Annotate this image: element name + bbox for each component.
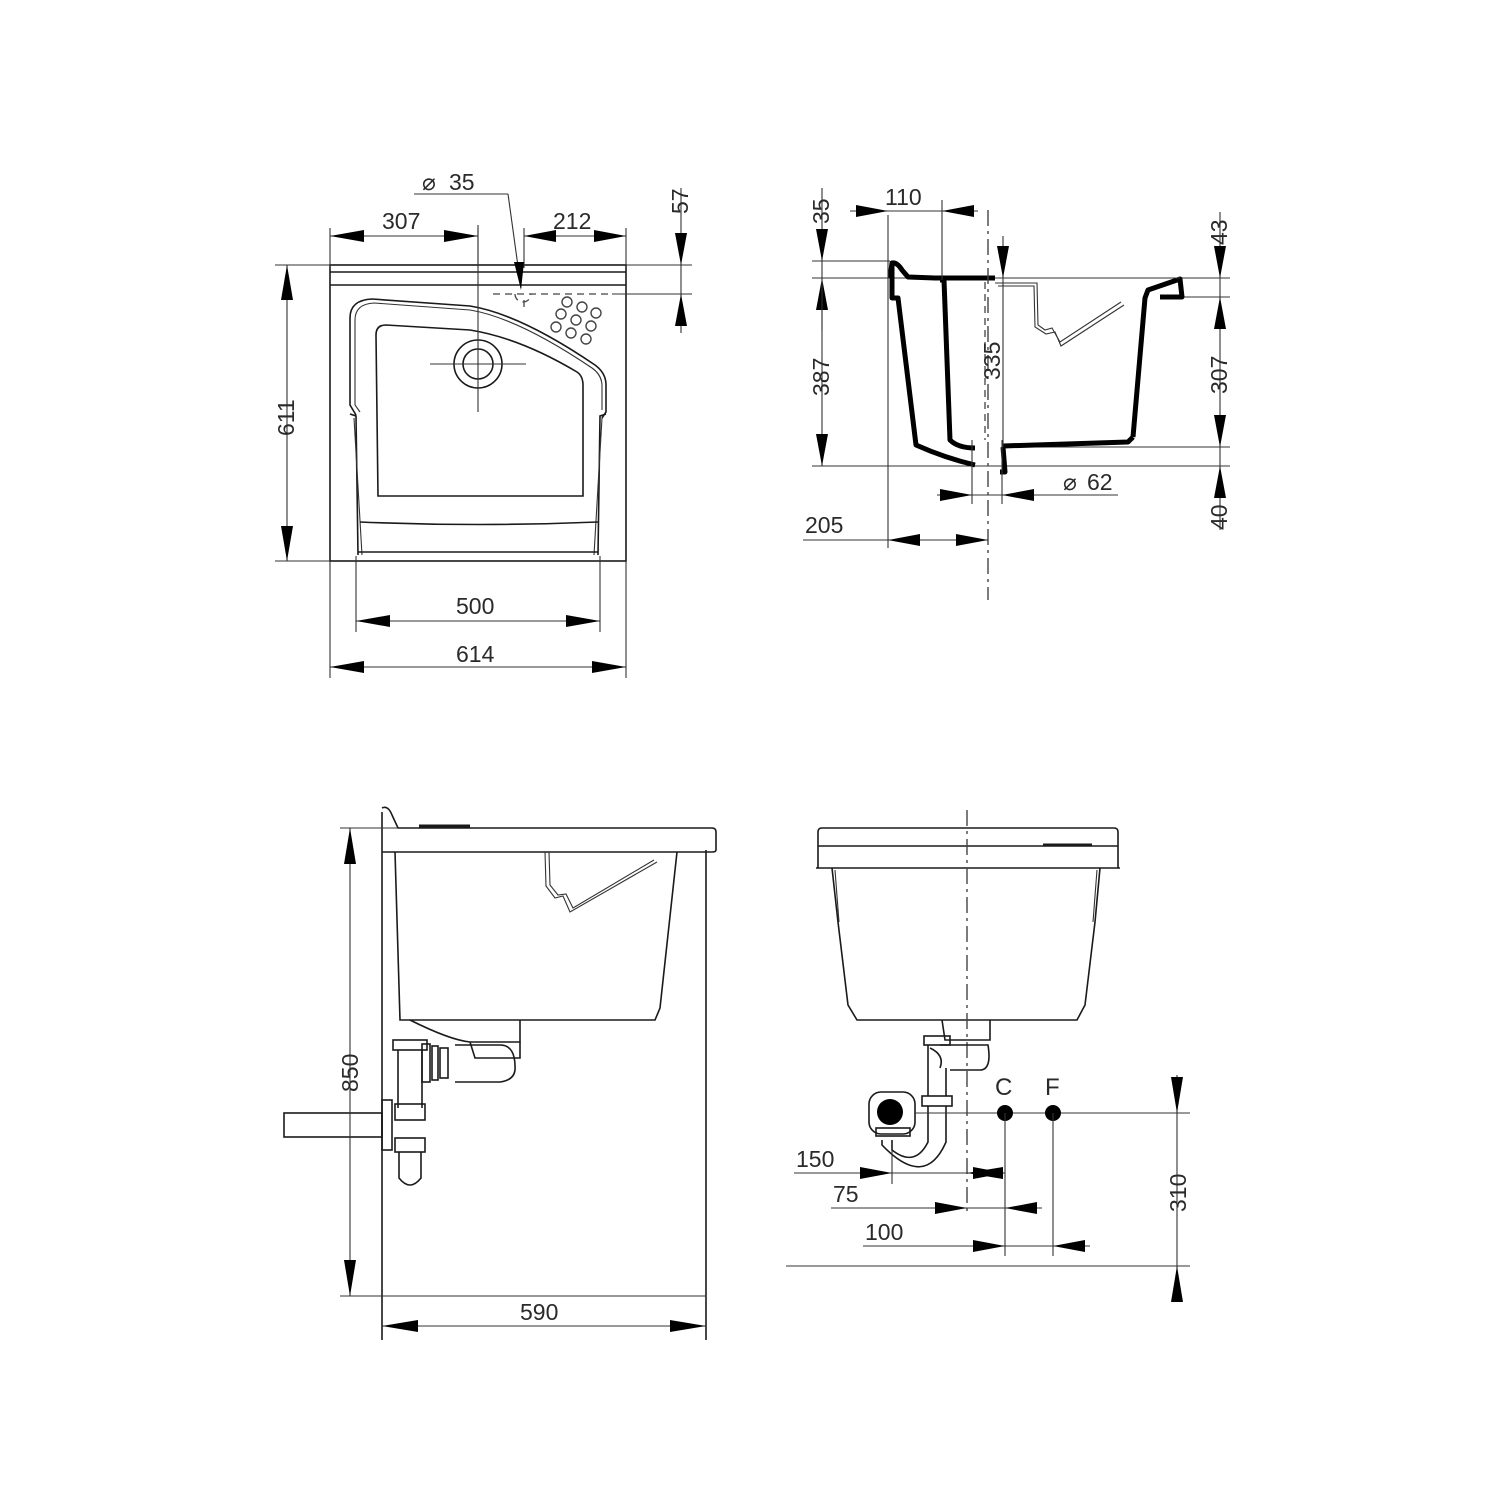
front-basin-body [831, 867, 1101, 1021]
dim-overall-height: 387 [808, 358, 834, 396]
tap-hole-diameter-symbol: ⌀ [422, 169, 436, 195]
section-front-wall [1130, 276, 1185, 438]
top-view: 307 212 ⌀ 35 57 611 500 [273, 169, 693, 678]
dim-back-rim: 57 [667, 188, 693, 214]
bowl-inner [375, 324, 584, 497]
dim-bowl-width: 500 [456, 593, 494, 619]
dim-supply-height: 310 [1165, 1174, 1191, 1212]
dim-install-height: 850 [337, 1054, 363, 1092]
bowl-rim-outer [349, 298, 607, 419]
dim-back-to-drain-center: 205 [805, 512, 843, 538]
dim-drain-projection: 40 [1206, 504, 1232, 530]
side-installed-view: 850 590 [283, 806, 717, 1340]
dim-front-bowl-depth: 307 [1206, 356, 1232, 394]
dim-overall-width: 614 [456, 641, 495, 667]
section-bowl-bottom [1002, 435, 1135, 449]
trap-top-collar [392, 1039, 428, 1051]
dim-bowl-depth-center: 335 [979, 342, 1005, 380]
dim-overall-depth: 611 [273, 399, 299, 436]
dim-tap-hole-diameter: 35 [449, 169, 475, 195]
front-installed-view: C F 150 75 100 310 [786, 810, 1191, 1302]
wall-flange [381, 1099, 393, 1151]
section-back-wall [887, 260, 995, 281]
drain-diameter-symbol: ⌀ [1063, 469, 1077, 495]
side-basin-body [394, 851, 678, 1021]
dim-waste-offset: 150 [796, 1146, 834, 1172]
hot-label: F [1045, 1074, 1060, 1101]
dim-front-rim-height: 43 [1206, 219, 1232, 245]
side-top-slab [381, 806, 717, 853]
dim-left-to-drain: 307 [382, 208, 420, 234]
soap-dish-drain-holes [550, 296, 602, 345]
dim-supply-spacing: 100 [865, 1219, 903, 1245]
dim-back-lip-height: 35 [808, 198, 834, 224]
front-trap-collar [921, 1095, 953, 1107]
section-view: 35 110 387 335 43 307 40 ⌀ 62 [803, 184, 1232, 600]
dim-cold-offset: 75 [833, 1181, 859, 1207]
wall-waste-pipe [283, 1112, 383, 1138]
front-top-slab [817, 827, 1119, 868]
cold-label: C [995, 1074, 1012, 1101]
dim-back-ledge-width: 110 [885, 184, 922, 210]
dim-tap-to-right: 212 [553, 208, 591, 234]
dim-side-depth: 590 [520, 1299, 558, 1325]
dim-drain-diameter: 62 [1087, 469, 1113, 495]
